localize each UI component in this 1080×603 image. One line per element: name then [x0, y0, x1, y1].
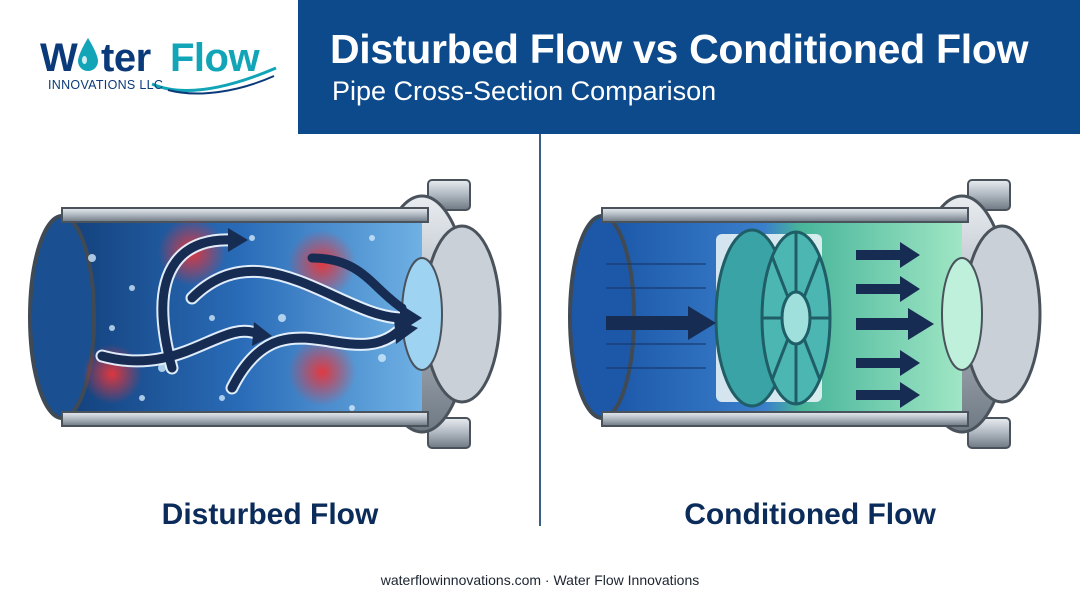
logo-text-w: W [40, 36, 78, 80]
panel-divider [539, 134, 541, 526]
conditioned-flow-illustration [568, 179, 1042, 449]
title-banner: Disturbed Flow vs Conditioned Flow Pipe … [298, 0, 1080, 134]
brand-logo[interactable]: W ter Flow INNOVATIONS LLC [0, 0, 298, 134]
footer-credit[interactable]: waterflowinnovations.com · Water Flow In… [380, 572, 700, 588]
logo-wave-icon [151, 66, 277, 95]
disturbed-flow-illustration [28, 179, 502, 449]
header: W ter Flow INNOVATIONS LLC Disturbed Flo… [0, 0, 1080, 134]
panel-label-conditioned: Conditioned Flow [684, 498, 936, 531]
logo-tagline: INNOVATIONS LLC [48, 78, 164, 92]
logo-text-flow: Flow [170, 36, 260, 80]
logo-text-ter: ter [101, 36, 151, 80]
page-subtitle: Pipe Cross-Section Comparison [332, 76, 717, 106]
page-title: Disturbed Flow vs Conditioned Flow [330, 26, 1029, 72]
panel-label-disturbed: Disturbed Flow [161, 498, 379, 531]
water-drop-icon [78, 38, 98, 71]
